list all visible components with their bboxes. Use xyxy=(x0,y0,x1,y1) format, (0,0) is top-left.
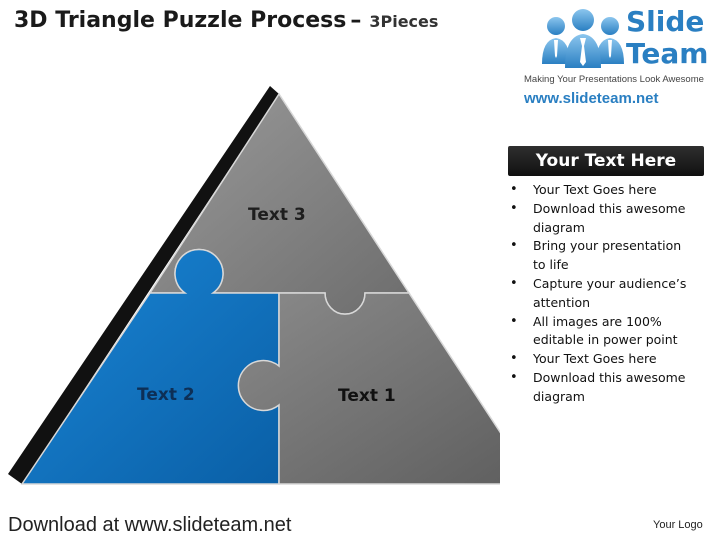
logo-url: www.slideteam.net xyxy=(524,90,659,107)
slide-title: 3D Triangle Puzzle Process–3Pieces xyxy=(14,8,438,33)
bullet-icon: • xyxy=(510,182,518,197)
bullet-icon: • xyxy=(510,200,518,216)
bullet-icon: • xyxy=(510,351,518,367)
list-item: •Your Text Goes here xyxy=(506,350,706,369)
piece-label-text-1: Text 1 xyxy=(338,386,396,406)
your-logo-placeholder: Your Logo xyxy=(653,519,703,531)
list-item: •Your Text Goes here xyxy=(506,181,706,200)
bullet-list: •Your Text Goes here •Download this awes… xyxy=(506,181,706,407)
piece-label-text-3: Text 3 xyxy=(248,205,306,225)
download-link[interactable]: Download at www.slideteam.net xyxy=(8,514,292,536)
logo-word-slide: Slide xyxy=(626,5,705,38)
text-box-header: Your Text Here xyxy=(508,146,704,176)
pyramid-reflection xyxy=(22,486,500,508)
list-item: •All images are 100%editable in power po… xyxy=(510,313,678,348)
title-sub: 3Pieces xyxy=(369,12,439,31)
bullet-icon: • xyxy=(510,369,518,385)
triangle-puzzle-diagram xyxy=(8,86,500,508)
puzzle-piece-left-blue xyxy=(20,248,280,485)
bullet-icon: • xyxy=(510,313,518,329)
pyramid-side-face xyxy=(8,86,279,484)
piece-label-text-2: Text 2 xyxy=(137,385,195,405)
title-main: 3D Triangle Puzzle Process xyxy=(14,8,347,33)
slideteam-logo: Slide Team Making Your Presentations Loo… xyxy=(522,2,722,112)
title-dash: – xyxy=(350,8,362,33)
text-box: Your Text Here •Your Text Goes here •Dow… xyxy=(506,146,706,407)
bullet-icon: • xyxy=(510,275,518,291)
logo-word-team: Team xyxy=(626,37,709,70)
people-logo-icon xyxy=(542,9,624,68)
puzzle-piece-right xyxy=(237,292,500,485)
bullet-icon: • xyxy=(510,238,518,254)
logo-tagline: Making Your Presentations Look Awesome xyxy=(524,74,704,85)
